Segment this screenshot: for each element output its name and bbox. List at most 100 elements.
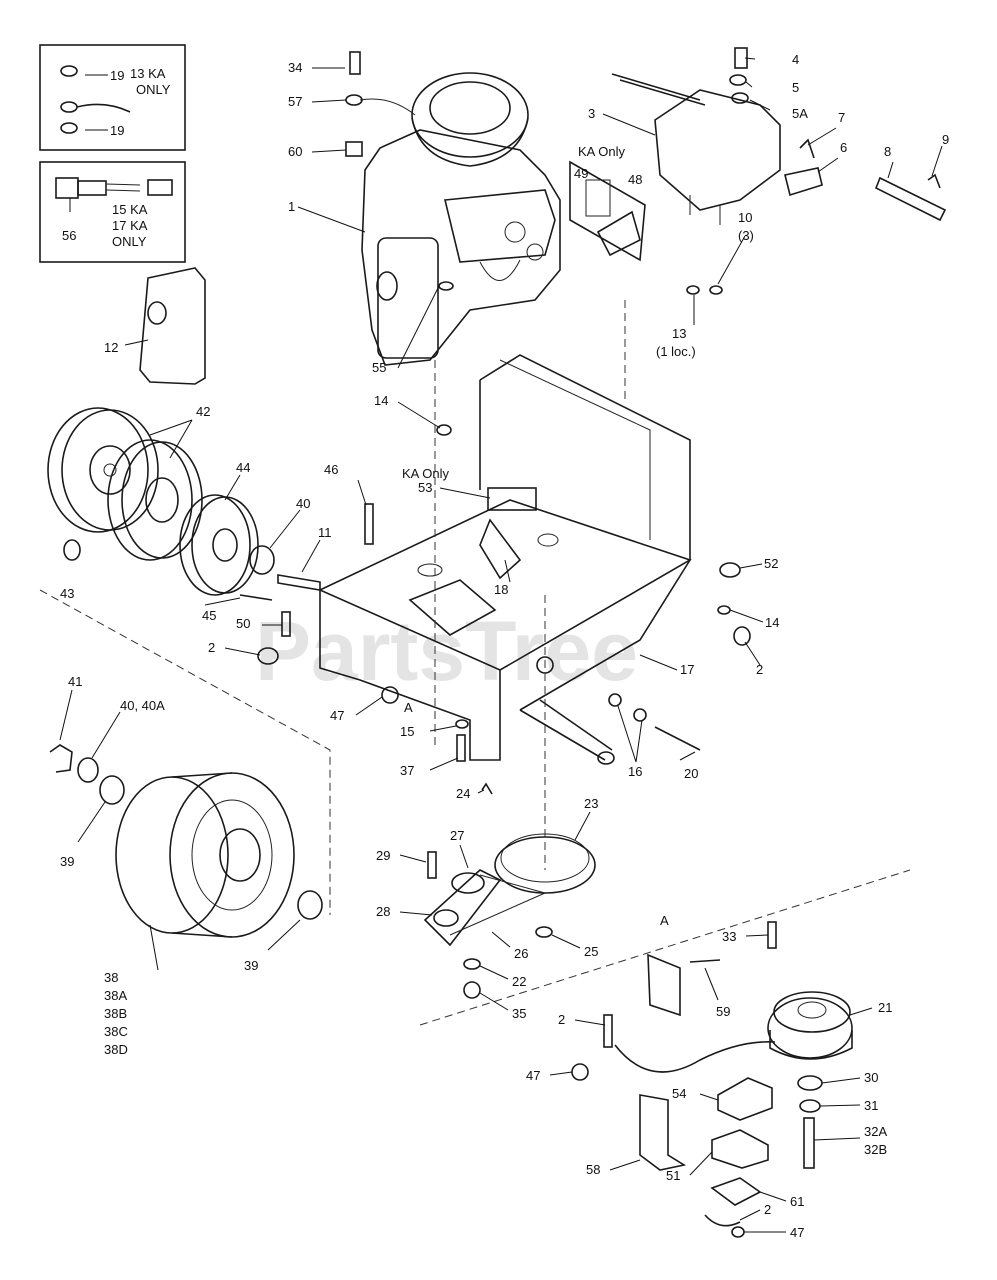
callout-33: 33: [722, 929, 736, 944]
bracket-58: [639, 1094, 687, 1171]
pulley-right: [107, 439, 203, 561]
callout-38c: 38C: [104, 1024, 128, 1039]
bolt-50: [281, 611, 291, 637]
callout-14: 14: [765, 615, 779, 630]
callout-31: 31: [864, 1098, 878, 1113]
clip-9: [927, 173, 941, 189]
callout-26: 26: [514, 946, 528, 961]
callout-10-qty: (3): [738, 228, 754, 243]
shaft: [277, 574, 321, 591]
callout-45: 45: [202, 608, 216, 623]
callout-39: 39: [60, 854, 74, 869]
view-a-marker: A: [404, 700, 413, 715]
bolt-45: [239, 594, 273, 601]
pin-37: [456, 734, 466, 762]
bracket-51: [711, 1129, 769, 1169]
idler-pulley: [179, 494, 259, 596]
callout-3: 3: [588, 106, 595, 121]
callout-10: 10: [738, 210, 752, 225]
nut-2: [257, 647, 279, 665]
washer-31: [799, 1099, 821, 1113]
callout-38d: 38D: [104, 1042, 128, 1057]
callout-15: 15: [400, 724, 414, 739]
note-13ka-line1: 13 KA: [130, 66, 166, 81]
callout-40-40a: 40, 40A: [120, 698, 165, 713]
nut-2b: [733, 626, 751, 646]
callout-4: 4: [792, 52, 799, 67]
callout-54: 54: [672, 1086, 686, 1101]
callout-39: 39: [244, 958, 258, 973]
bolts-16: [608, 693, 647, 722]
washer-5: [729, 74, 747, 86]
leader-lines: [59, 57, 943, 1233]
bracket-54: [717, 1077, 773, 1121]
callout-14: 14: [374, 393, 388, 408]
note-ka-only-top: KA Only: [578, 144, 625, 159]
note-1517ka-line1: 15 KA: [112, 202, 148, 217]
callout-13: 13: [672, 326, 686, 341]
callout-37: 37: [400, 763, 414, 778]
wire-connector: [55, 177, 173, 199]
callout-46: 46: [324, 462, 338, 477]
axle: [519, 709, 606, 761]
callout-47: 47: [330, 708, 344, 723]
bushing-39a: [99, 775, 125, 805]
bushing-39b: [297, 890, 323, 920]
note-1517ka-line2: 17 KA: [112, 218, 148, 233]
inset-box-13ka: [39, 44, 186, 151]
callout-35: 35: [512, 1006, 526, 1021]
pin-52: [719, 562, 741, 578]
callout-16: 16: [628, 764, 642, 779]
callout-labels: 19 19 56 34 57 60 1 12 42 44 40 11 46 43…: [60, 52, 949, 1240]
ka-bracket: [569, 160, 646, 262]
callout-25: 25: [584, 944, 598, 959]
callout-2: 2: [208, 640, 215, 655]
callout-44: 44: [236, 460, 250, 475]
alignment-line-view-a: [419, 869, 911, 1026]
note-ka-only-mid: KA Only: [402, 466, 449, 481]
callout-32a: 32A: [864, 1124, 887, 1139]
callout-48: 48: [628, 172, 642, 187]
callout-52: 52: [764, 556, 778, 571]
drive-belt-assembly: [423, 833, 596, 947]
callout-23: 23: [584, 796, 598, 811]
callout-12: 12: [104, 340, 118, 355]
callout-43: 43: [60, 586, 74, 601]
callout-58: 58: [586, 1162, 600, 1177]
callout-49: 49: [574, 166, 588, 181]
clip-24: [481, 782, 493, 795]
callout-30: 30: [864, 1070, 878, 1085]
callout-24: 24: [456, 786, 470, 801]
callout-51: 51: [666, 1168, 680, 1183]
washer-40: [77, 757, 99, 783]
washer-30: [797, 1075, 823, 1091]
note-1517ka-line3: ONLY: [112, 234, 147, 249]
bolt-20: [654, 726, 701, 751]
nut-35: [463, 981, 481, 999]
callout-38a: 38A: [104, 988, 127, 1003]
engine-mount-bolts: [345, 51, 416, 157]
bolt-33: [767, 921, 777, 949]
main-frame: [318, 354, 692, 761]
washer-13: [686, 285, 700, 295]
callout-56: 56: [62, 228, 76, 243]
callout-59: 59: [716, 1004, 730, 1019]
washer-14a: [436, 424, 452, 436]
washer-5a: [731, 92, 749, 104]
callout-32b: 32B: [864, 1142, 887, 1157]
callout-1: 1: [288, 199, 295, 214]
view-a-title: A: [660, 913, 669, 928]
callout-9: 9: [942, 132, 949, 147]
callout-22: 22: [512, 974, 526, 989]
hydro-pump: [611, 73, 781, 225]
callout-34: 34: [288, 60, 302, 75]
callout-5a: 5A: [792, 106, 808, 121]
washer-15: [455, 719, 469, 729]
pin-2c: [603, 1014, 613, 1048]
washer-14b: [717, 605, 731, 615]
callout-5: 5: [792, 80, 799, 95]
callout-55: 55: [372, 360, 386, 375]
callout-2: 2: [764, 1202, 771, 1217]
axle-edge: [539, 699, 613, 751]
